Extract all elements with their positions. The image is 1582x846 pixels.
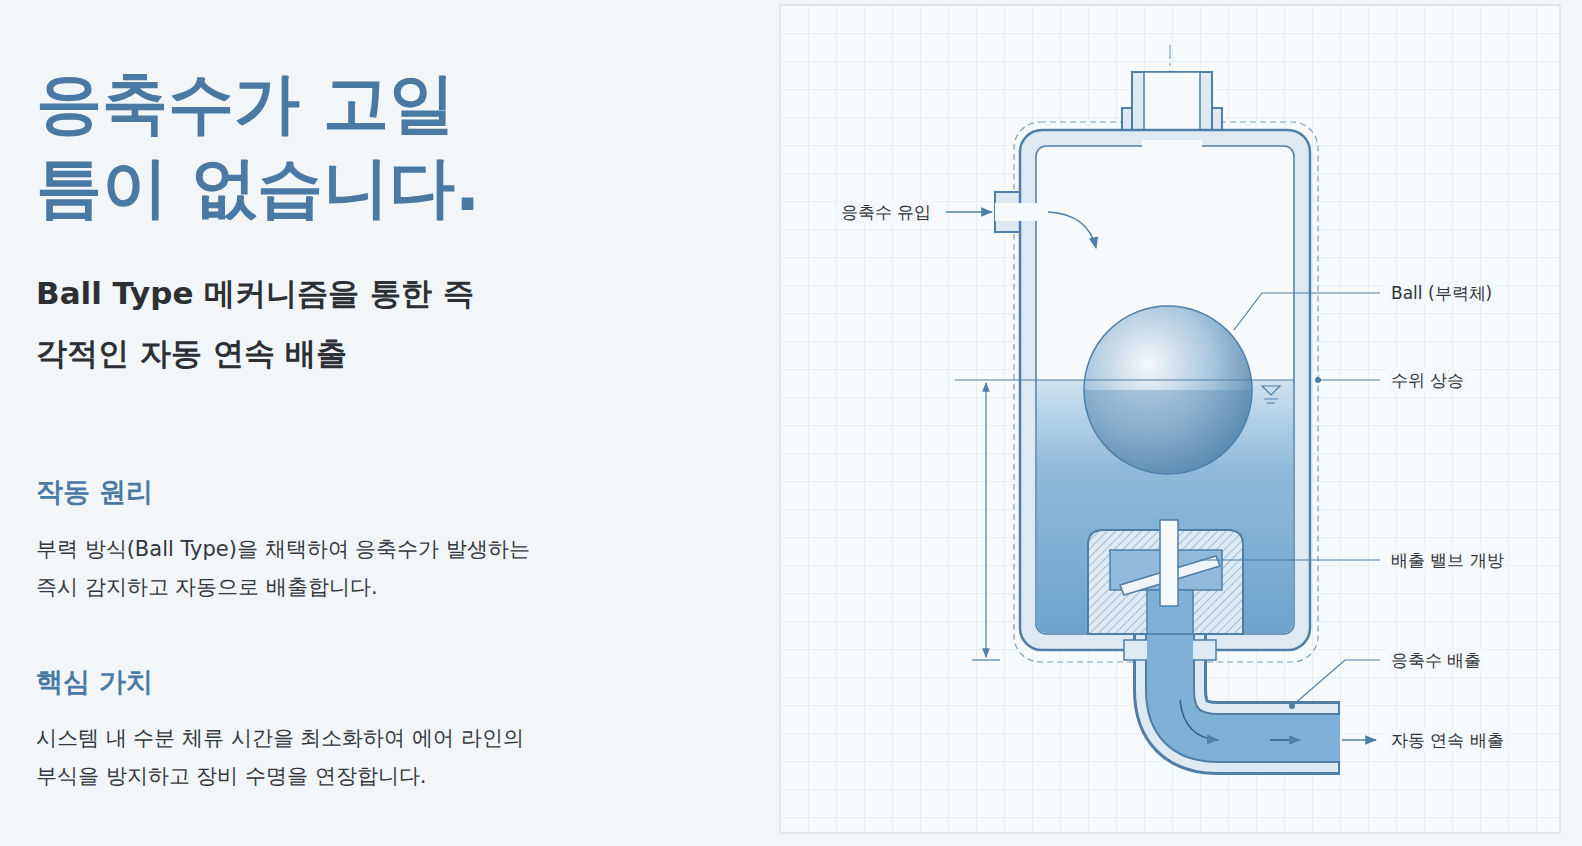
float-ball xyxy=(1084,306,1252,474)
ball-leader xyxy=(1234,293,1380,330)
ball-submerged xyxy=(1084,390,1252,474)
discharge-arrow xyxy=(1342,739,1376,741)
water-level-line xyxy=(1036,379,1294,380)
dimension-tick xyxy=(955,379,1036,380)
callout-label: 배출 밸브 개방 xyxy=(1388,549,1507,571)
callout-label: 수위 상승 xyxy=(1388,369,1467,391)
drain-leader xyxy=(1292,660,1380,706)
condensate-water xyxy=(1037,380,1293,633)
nozzle-opening xyxy=(1142,140,1202,148)
inlet-leader xyxy=(946,211,992,213)
valve-leader xyxy=(1200,559,1380,560)
outlet-flow-arrow xyxy=(1180,700,1218,740)
callout-label: 응축수 유입 xyxy=(838,201,934,223)
level-leader xyxy=(1318,379,1380,380)
envelope-outline xyxy=(1014,122,1318,662)
trap-body xyxy=(1020,130,1310,650)
water-level-symbol xyxy=(1262,386,1280,403)
callout-label: Ball (부력체) xyxy=(1388,282,1495,304)
valve-stem xyxy=(1160,520,1178,606)
subtitle: Ball Type 메커니즘을 통한 즉각적인 자동 연속 배출 xyxy=(36,263,501,383)
level-dimension xyxy=(985,383,986,657)
trap-chamber xyxy=(1036,146,1294,634)
outlet-flange-bore xyxy=(1147,638,1193,662)
callout-label: 응축수 배출 xyxy=(1388,649,1484,671)
inlet-flow-arrow xyxy=(1048,212,1096,248)
dimension-tick xyxy=(972,659,1000,660)
inlet-bore xyxy=(995,203,1038,221)
callout-label: 자동 연속 배출 xyxy=(1388,729,1507,751)
grid-lines xyxy=(780,5,1560,833)
outlet-flow-arrow xyxy=(1270,739,1300,741)
section-heading: 작동 원리 xyxy=(36,475,153,509)
section-body: 부력 방식(Ball Type)을 채택하여 응축수가 발생하는 즉시 감지하고… xyxy=(36,530,551,606)
section-body: 시스템 내 수분 체류 시간을 최소화하여 에어 라인의 부식을 방지하고 장비… xyxy=(36,719,551,795)
page-title: 응축수가 고일 틈이 없습니다. xyxy=(36,62,511,230)
grid-panel xyxy=(780,5,1560,833)
section-heading: 핵심 가치 xyxy=(36,665,153,699)
